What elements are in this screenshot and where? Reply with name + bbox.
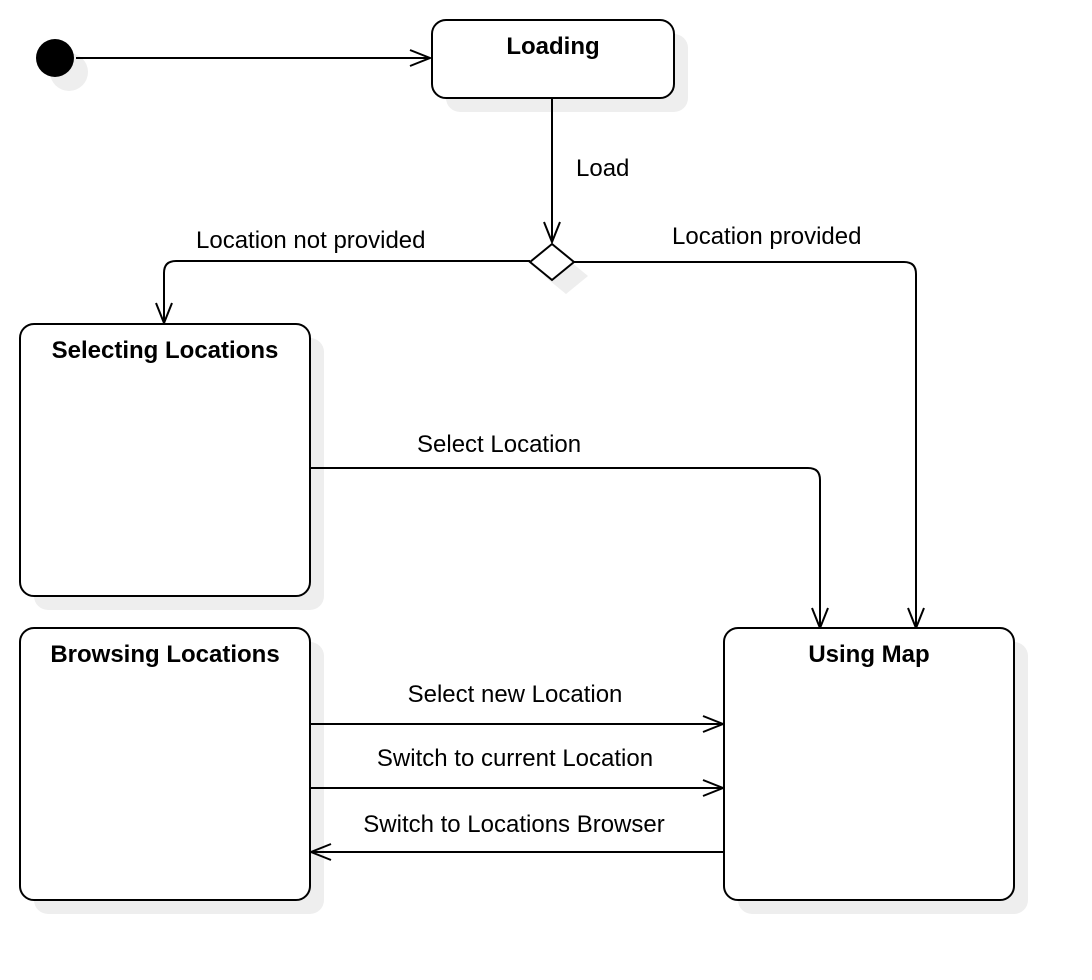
state-using-map: Using Map — [723, 627, 1015, 901]
edge-select-new-location — [311, 715, 726, 733]
edge-initial-to-loading — [76, 49, 433, 67]
label-location-provided: Location provided — [672, 223, 861, 250]
state-loading-title: Loading — [506, 33, 599, 60]
label-switch-current-location: Switch to current Location — [377, 745, 653, 772]
label-select-location: Select Location — [417, 431, 581, 458]
state-loading: Loading — [431, 19, 675, 99]
state-selecting-title: Selecting Locations — [52, 337, 279, 364]
state-browsing-locations: Browsing Locations — [19, 627, 311, 901]
state-browsing-title: Browsing Locations — [50, 641, 279, 668]
edge-switch-locations-browser — [308, 843, 723, 861]
state-selecting-locations: Selecting Locations — [19, 323, 311, 597]
label-location-not-provided: Location not provided — [196, 227, 426, 254]
label-select-new-location: Select new Location — [408, 681, 623, 708]
edge-select-location — [311, 467, 829, 631]
edge-location-not-provided — [155, 260, 530, 326]
state-using-map-title: Using Map — [808, 641, 929, 668]
label-load: Load — [576, 155, 629, 182]
edge-switch-current-location — [311, 779, 726, 797]
decision-node — [528, 242, 576, 282]
edge-location-provided — [574, 261, 925, 631]
edge-load — [543, 99, 561, 245]
label-switch-locations-browser: Switch to Locations Browser — [363, 811, 664, 838]
initial-node — [36, 39, 74, 77]
